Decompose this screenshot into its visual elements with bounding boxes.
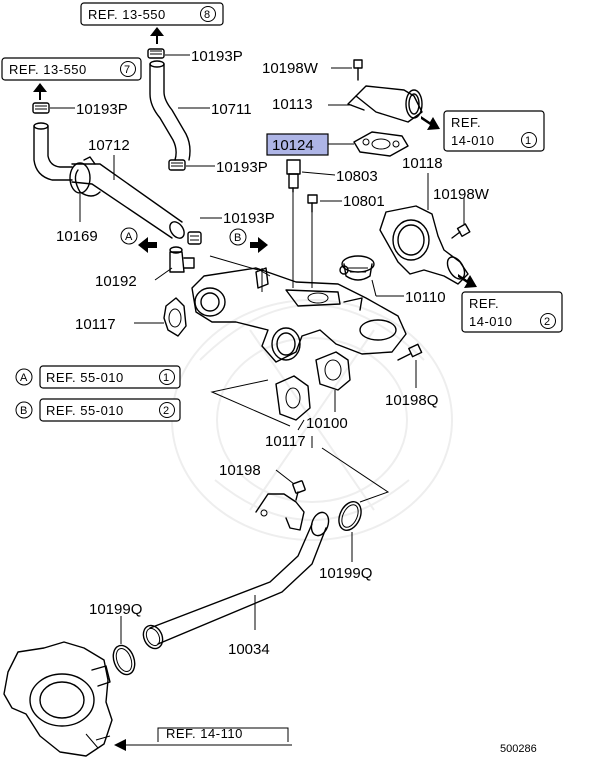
ref-label: 14-010 bbox=[451, 133, 494, 148]
gasket-10100 bbox=[315, 351, 351, 391]
part-label-10803[interactable]: 10803 bbox=[336, 168, 378, 185]
tag-letter: A bbox=[125, 231, 133, 243]
water-outlet-10113 bbox=[347, 85, 423, 123]
bolt-10198 bbox=[292, 480, 306, 501]
part-label-10712[interactable]: 10712 bbox=[88, 137, 130, 154]
tag-letter: B bbox=[20, 405, 27, 417]
bolt-10198w-right bbox=[451, 223, 471, 239]
ref-14-110-label[interactable]: REF. 14-110 bbox=[166, 726, 243, 741]
ref-circle-number: 1 bbox=[525, 135, 531, 147]
gasket-10124 bbox=[353, 131, 409, 157]
gasket-10117-bottom bbox=[275, 375, 311, 421]
ref-label: REF. bbox=[469, 296, 499, 311]
part-label-10113[interactable]: 10113 bbox=[272, 96, 313, 113]
ref-label: REF. 13-550 bbox=[9, 62, 87, 77]
part-label-10198w[interactable]: 10198W bbox=[433, 186, 490, 203]
ref-55-010-1[interactable]: A REF. 55-010 1 bbox=[15, 365, 181, 389]
part-label-10117[interactable]: 10117 bbox=[265, 433, 306, 450]
ref-circle-number: 2 bbox=[544, 316, 550, 328]
ref-circle-number: 2 bbox=[163, 405, 169, 417]
arrow-tag-b[interactable]: B bbox=[229, 228, 268, 253]
bolt-10198w-top bbox=[353, 59, 363, 81]
part-label-10198q[interactable]: 10198Q bbox=[385, 392, 438, 409]
part-label-10198[interactable]: 10198 bbox=[219, 462, 261, 479]
fitting-10192 bbox=[169, 246, 195, 273]
ref-circle-number: 8 bbox=[204, 9, 210, 21]
arrow-tag-a[interactable]: A bbox=[120, 227, 157, 253]
up-arrow-icon bbox=[33, 83, 47, 100]
ref-label: REF. bbox=[451, 115, 481, 130]
part-label-10199q[interactable]: 10199Q bbox=[319, 565, 372, 582]
part-label-10192[interactable]: 10192 bbox=[95, 273, 137, 290]
part-label-10117[interactable]: 10117 bbox=[75, 316, 116, 333]
o-ring-10199q-left bbox=[112, 644, 136, 676]
right-arrow-icon bbox=[250, 237, 268, 253]
ref-label: REF. 55-010 bbox=[46, 403, 124, 418]
part-label-10193p[interactable]: 10193P bbox=[76, 101, 128, 118]
sensor-10803 bbox=[286, 159, 301, 193]
water-pipe-10034 bbox=[142, 493, 330, 650]
water-pump bbox=[3, 641, 113, 757]
part-label-10801[interactable]: 10801 bbox=[343, 193, 385, 210]
part-label-10110[interactable]: 10110 bbox=[405, 289, 446, 306]
ref-14-010-2[interactable]: REF. 14-010 2 bbox=[461, 291, 563, 333]
part-label-10199q[interactable]: 10199Q bbox=[89, 601, 142, 618]
part-label-10100[interactable]: 10100 bbox=[306, 415, 348, 432]
clamp-10169 bbox=[69, 156, 96, 194]
left-arrow-icon bbox=[138, 237, 157, 253]
thermostat-housing-10118 bbox=[379, 205, 469, 285]
sensor-10801 bbox=[307, 194, 318, 213]
diagram-number: 500286 bbox=[500, 743, 537, 755]
part-label-10198w[interactable]: 10198W bbox=[262, 60, 319, 77]
o-ring-10199q-right bbox=[338, 501, 362, 531]
tag-letter: A bbox=[20, 372, 28, 384]
ref-14-010-1[interactable]: REF. 14-010 1 bbox=[443, 110, 545, 152]
water-manifold bbox=[191, 267, 407, 363]
part-label-10193p[interactable]: 10193P bbox=[191, 48, 243, 65]
part-label-10118[interactable]: 10118 bbox=[402, 155, 443, 172]
part-label-10193p[interactable]: 10193P bbox=[216, 159, 268, 176]
up-arrow-icon bbox=[150, 27, 164, 44]
gasket-10117-left bbox=[163, 297, 187, 337]
tag-letter: B bbox=[234, 232, 241, 244]
ref-label: 14-010 bbox=[469, 314, 512, 329]
part-label-10124: 10124 bbox=[272, 137, 314, 154]
thermostat-10110 bbox=[339, 255, 375, 281]
part-label-10169[interactable]: 10169 bbox=[56, 228, 98, 245]
bolt-10198q bbox=[397, 343, 423, 361]
hose-10711 bbox=[149, 60, 191, 161]
ref-label: REF. 55-010 bbox=[46, 370, 124, 385]
clamp-10193p-left bbox=[32, 102, 50, 114]
part-label-10034[interactable]: 10034 bbox=[228, 641, 270, 658]
left-arrow-icon bbox=[114, 739, 126, 751]
part-label-10711[interactable]: 10711 bbox=[211, 101, 252, 118]
clamp-10193p-mid bbox=[168, 159, 186, 171]
down-right-arrow-icon bbox=[421, 116, 440, 130]
ref-label: REF. 13-550 bbox=[88, 7, 166, 22]
ref-circle-number: 7 bbox=[124, 64, 130, 76]
ref-circle-number: 1 bbox=[163, 372, 169, 384]
hose-10712 bbox=[33, 122, 73, 181]
ref-13-550-8[interactable]: REF. 13-550 8 bbox=[80, 2, 224, 26]
ref-13-550-7[interactable]: REF. 13-550 7 bbox=[1, 57, 142, 81]
clamp-10193p-top bbox=[147, 48, 165, 59]
down-right-arrow-icon bbox=[458, 274, 477, 288]
clamp-10193p-lower bbox=[187, 231, 202, 245]
part-label-10193p[interactable]: 10193P bbox=[223, 210, 275, 227]
ref-55-010-2[interactable]: B REF. 55-010 2 bbox=[15, 398, 181, 422]
highlight-10124[interactable]: 10124 bbox=[266, 133, 329, 156]
water-pipe bbox=[71, 163, 185, 239]
